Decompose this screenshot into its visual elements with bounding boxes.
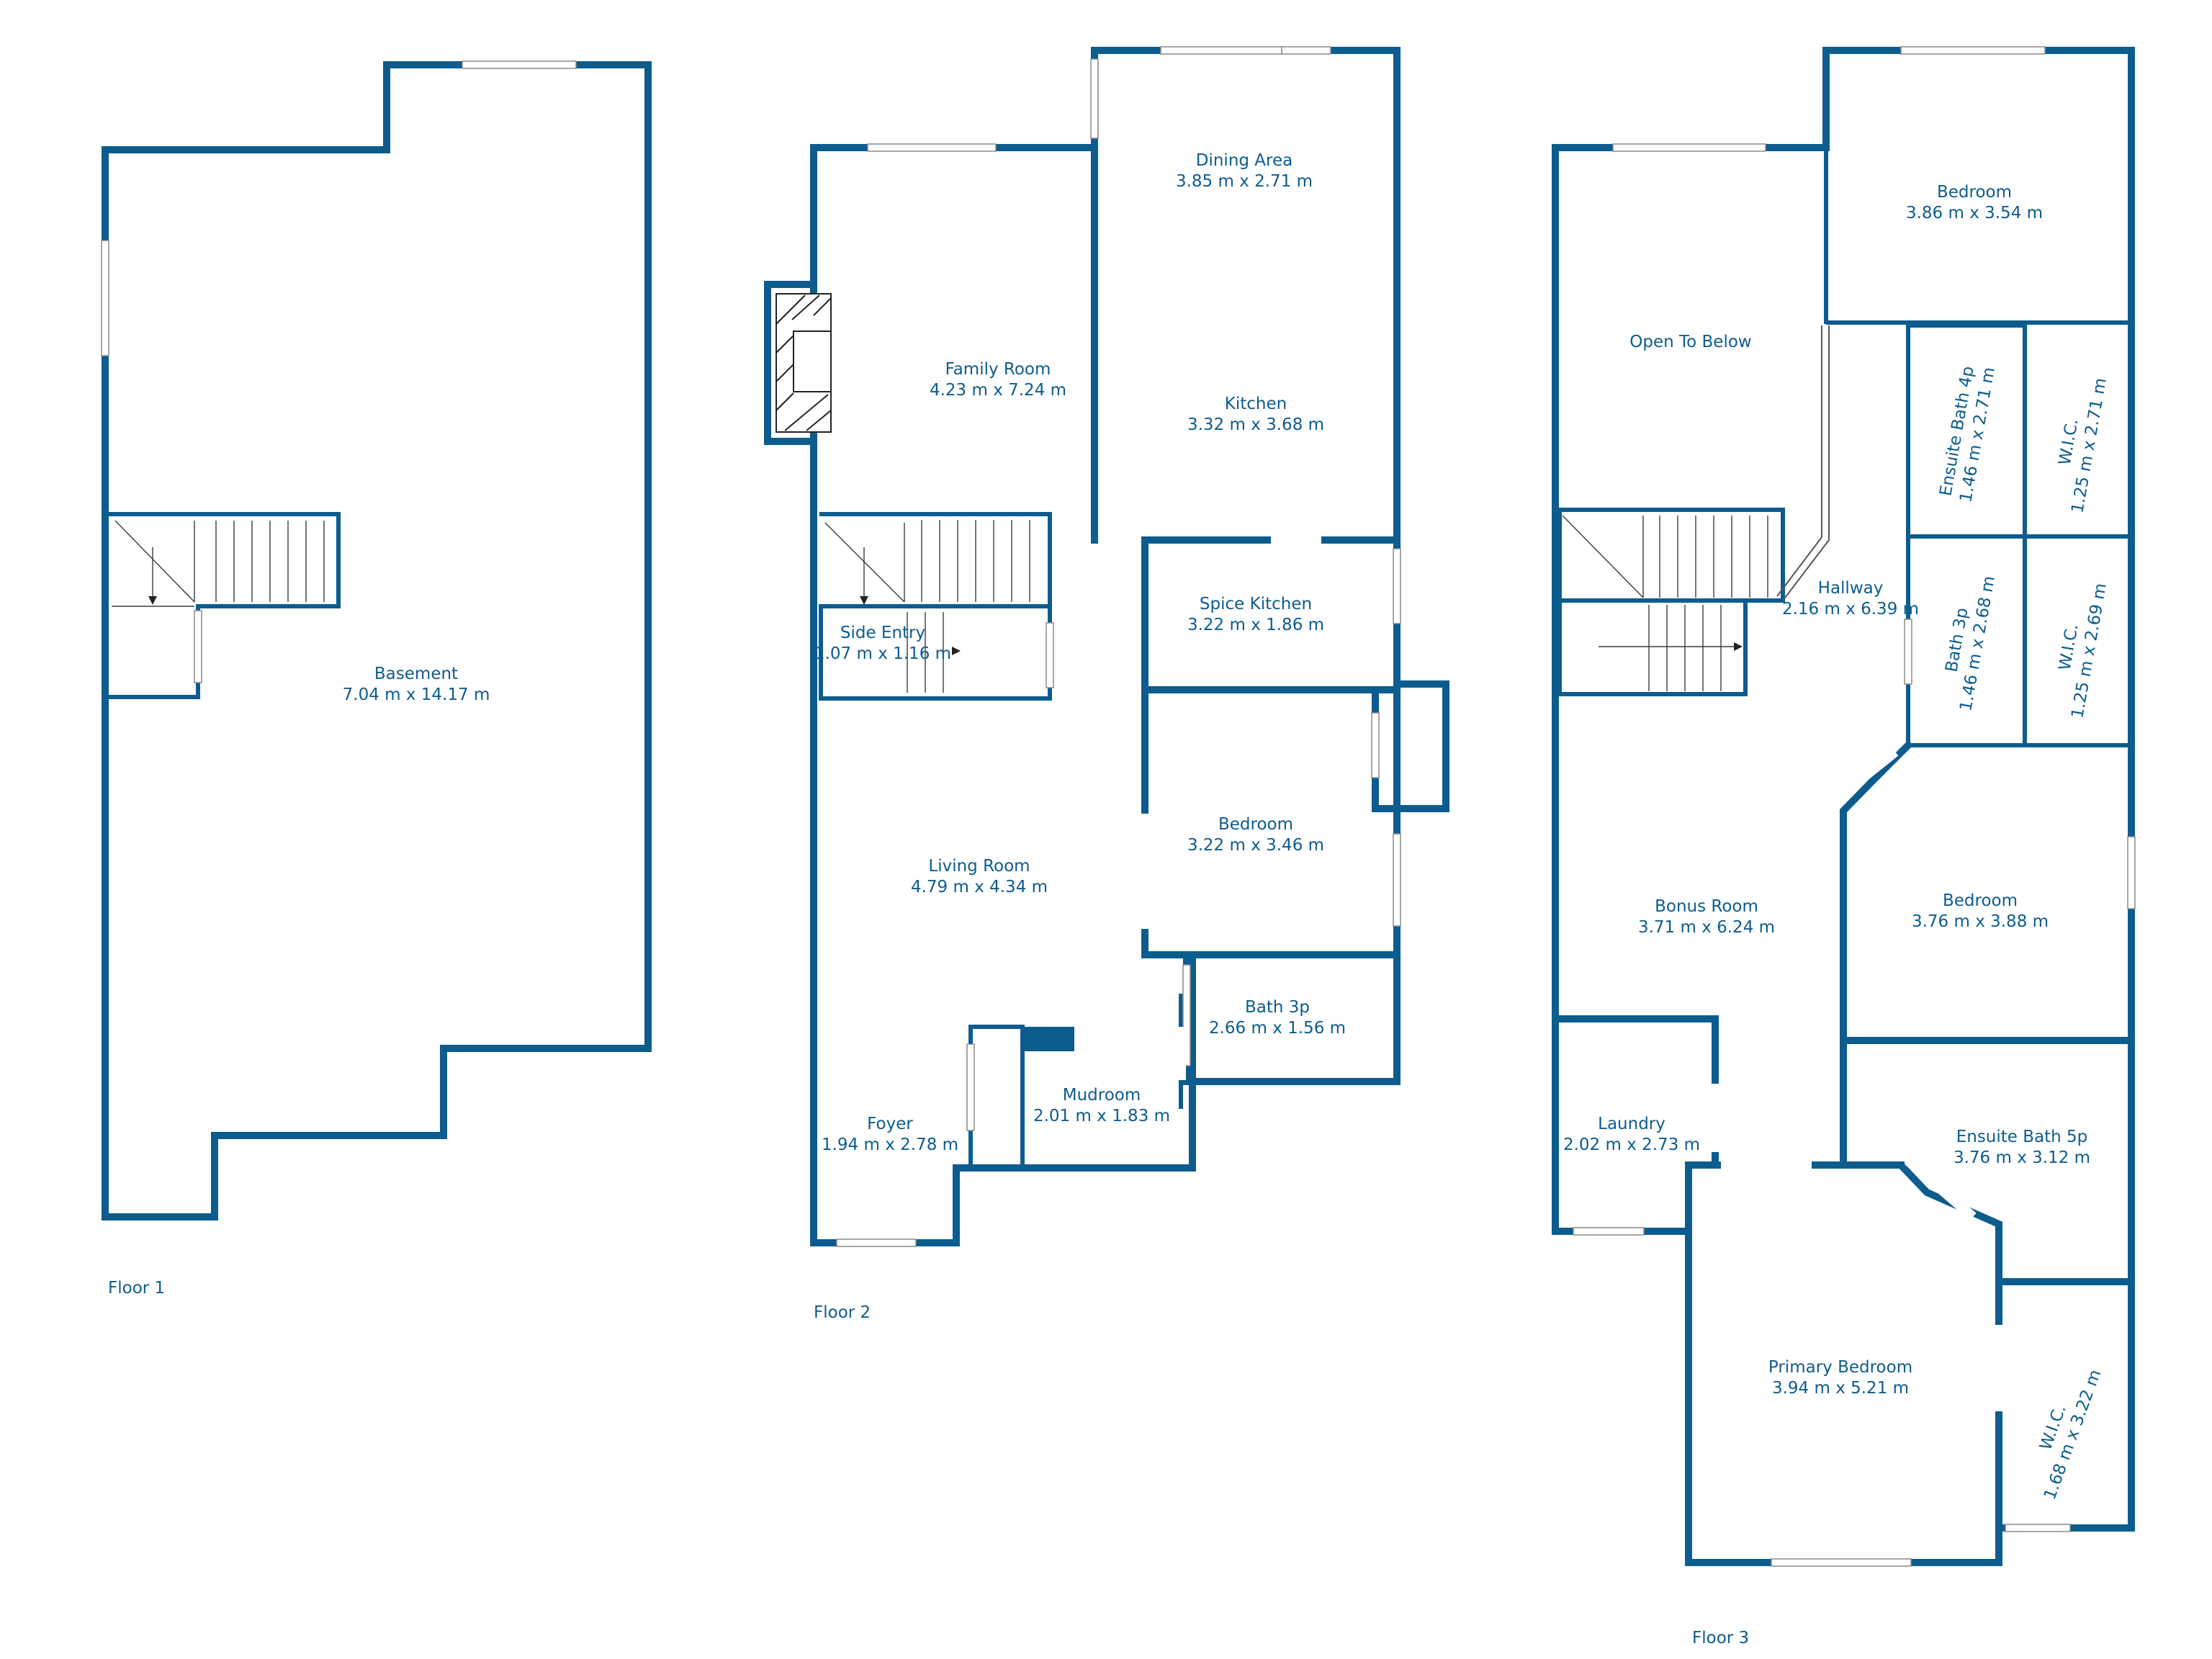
room-name: Open To Below	[1629, 333, 1751, 351]
room-size: 2.02 m x 2.73 m	[1563, 1136, 1700, 1154]
room-size: 2.01 m x 1.83 m	[1033, 1107, 1170, 1125]
room-size: 3.86 m x 3.54 m	[1906, 204, 2043, 222]
window	[462, 60, 577, 69]
room-name: Bedroom	[1937, 183, 2012, 202]
room-size: 3.32 m x 3.68 m	[1187, 415, 1324, 434]
window	[101, 240, 109, 356]
room-size: 3.76 m x 3.88 m	[1912, 912, 2049, 931]
room-name: Dining Area	[1196, 151, 1293, 170]
room-name: Bath 3p	[1245, 998, 1310, 1017]
floor-label: Floor 2	[814, 1303, 871, 1322]
room-name: Bonus Room	[1655, 897, 1758, 916]
basement-outline	[102, 61, 652, 1220]
room-size: 4.79 m x 4.34 m	[911, 878, 1048, 896]
basement-stairs	[108, 512, 341, 699]
room-size: 3.85 m x 2.71 m	[1176, 172, 1313, 191]
room-name: Hallway	[1818, 579, 1884, 598]
room-name: Laundry	[1598, 1115, 1665, 1133]
floor2-stairs	[819, 512, 1054, 701]
room-size: 3.76 m x 3.12 m	[1954, 1148, 2090, 1167]
room-name: Foyer	[867, 1115, 913, 1133]
room-name: Primary Bedroom	[1768, 1358, 1912, 1377]
room-name: Living Room	[928, 857, 1030, 876]
room-name: Side Entry	[840, 624, 925, 642]
room-name: Kitchen	[1225, 395, 1287, 413]
floor-label: Floor 1	[108, 1279, 165, 1298]
floor-2-plan: Dining Area 3.85 m x 2.71 m Family Room …	[764, 46, 1449, 1322]
floor3-outline	[1552, 144, 1830, 1235]
fireplace	[764, 281, 832, 445]
floor-1-plan: Basement 7.04 m x 14.17 m Floor 1	[101, 60, 652, 1298]
room-name: Bedroom	[1218, 815, 1293, 834]
bath-walls	[1183, 951, 1401, 1085]
room-size: 1.94 m x 2.78 m	[822, 1136, 958, 1154]
room-name: Bedroom	[1943, 891, 2018, 910]
room-name: Ensuite Bath 5p	[1956, 1128, 2088, 1146]
room-name: Family Room	[945, 360, 1051, 379]
room-size: 1.07 m x 1.16 m	[814, 644, 951, 663]
room-name: Basement	[374, 665, 458, 683]
room-size: 7.04 m x 14.17 m	[343, 685, 490, 704]
room-size: 4.23 m x 7.24 m	[930, 381, 1066, 400]
room-name: Spice Kitchen	[1200, 595, 1312, 613]
room-size: 2.16 m x 6.39 m	[1782, 600, 1919, 619]
room-size: 2.66 m x 1.56 m	[1209, 1019, 1346, 1038]
room-size: 3.22 m x 3.46 m	[1187, 836, 1324, 855]
room-size: 3.94 m x 5.21 m	[1772, 1379, 1909, 1398]
room-size: 3.71 m x 6.24 m	[1638, 918, 1775, 937]
floor3-stairs	[1557, 508, 1785, 696]
spice-kitchen-walls	[1141, 536, 1401, 693]
floor-3-plan: Bedroom 3.86 m x 3.54 m Open To Below En…	[1552, 46, 2136, 1647]
floor-label: Floor 3	[1692, 1629, 1749, 1647]
room-size: 3.22 m x 1.86 m	[1187, 616, 1324, 634]
room-name: Mudroom	[1063, 1086, 1141, 1105]
